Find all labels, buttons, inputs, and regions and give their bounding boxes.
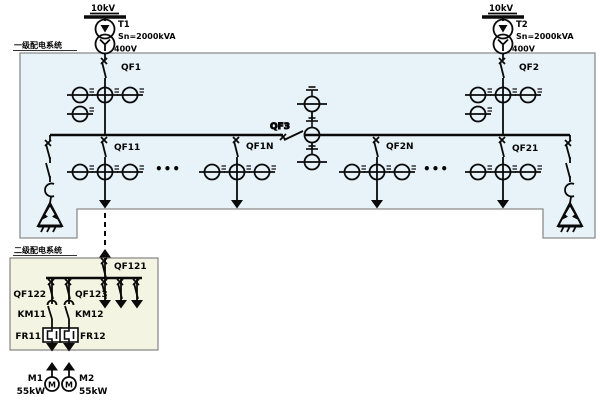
breaker-qf21-label: QF21	[512, 144, 538, 154]
incoming-arrow-icon	[62, 361, 76, 372]
more-feeders-ellipsis: •••	[423, 162, 449, 176]
more-feeders-ellipsis: •••	[155, 162, 181, 176]
t2-rating-label: Sn=2000kVA	[516, 32, 574, 41]
feeder-qf11: QF11	[66, 136, 145, 210]
motor-m2: M M2 55kW	[61, 361, 108, 397]
motor-m1: M M1 55kW	[17, 361, 60, 397]
motor-m2-name-label: M2	[79, 374, 94, 384]
secondary-panel: QF121 QF122 KM11 FR11 QF123 KM12 FR12	[13, 257, 147, 353]
motor-symbol: M	[48, 381, 56, 390]
transformer-t1: 10kV T1 Sn=2000kVA 400V	[84, 4, 176, 55]
breaker-qf1n-label: QF1N	[246, 142, 274, 152]
t2-delta-symbol	[498, 25, 508, 33]
secondary-spare-feeders	[98, 278, 144, 310]
motor-m2-power-label: 55kW	[79, 387, 108, 397]
breaker-qf121-label: QF121	[114, 262, 147, 272]
thermal-relay-fr12-label: FR12	[80, 332, 106, 342]
thermal-relay-fr11-label: FR11	[15, 332, 41, 342]
t2-lv-voltage-label: 400V	[512, 45, 536, 54]
primary-to-secondary-link	[98, 213, 112, 259]
breaker-qf123-label: QF123	[75, 290, 108, 300]
t1-hv-voltage-label: 10kV	[91, 4, 115, 14]
t1-delta-symbol	[100, 25, 110, 33]
secondary-distribution-region	[9, 257, 159, 351]
thermal-relay-fr11-icon	[42, 327, 62, 343]
motor-m1-name-label: M1	[28, 374, 43, 384]
contactor-km12-label: KM12	[75, 310, 103, 320]
main-bus: QF3	[50, 122, 570, 141]
feeder-qf2n: QF2N	[338, 136, 417, 210]
breaker-qf2-label: QF2	[519, 63, 539, 73]
bus-tie-blade	[283, 130, 304, 141]
t1-wye-symbol	[99, 38, 111, 51]
t1-name-label: T1	[118, 20, 130, 30]
t1-hv-winding-icon	[94, 18, 116, 40]
contactor-km11-label: KM11	[18, 310, 46, 320]
incomer-qf2: QF2	[464, 53, 543, 135]
breaker-qf3-label: QF3	[270, 122, 290, 132]
bus-pt-column	[297, 86, 327, 171]
feeder-qf21: QF21	[464, 136, 543, 210]
t2-hv-winding-icon	[492, 18, 514, 40]
t2-wye-symbol	[497, 38, 509, 51]
motor-circle-icon	[61, 376, 77, 392]
breaker-qf2n-label: QF2N	[386, 142, 414, 152]
breaker-qf11-label: QF11	[114, 143, 140, 153]
motor-symbol: M	[65, 381, 73, 390]
t1-rating-label: Sn=2000kVA	[118, 32, 176, 41]
incomer-qf1: QF1	[66, 53, 145, 135]
motor-m1-power-label: 55kW	[17, 387, 46, 397]
motor-circle-icon	[44, 376, 60, 392]
incoming-arrow-icon	[98, 248, 112, 259]
breaker-qf122-label: QF122	[13, 290, 46, 300]
transformer-t2: 10kV T2 Sn=2000kVA 400V	[482, 4, 574, 55]
t1-lv-voltage-label: 400V	[114, 45, 138, 54]
thermal-relay-fr12-icon	[59, 327, 79, 343]
primary-region-label: 一级配电系统	[14, 40, 62, 50]
secondary-region-label: 二级配电系统	[14, 245, 62, 255]
incoming-arrow-icon	[45, 361, 59, 372]
primary-distribution-region	[19, 52, 596, 239]
breaker-qf1-label: QF1	[121, 63, 141, 73]
t2-hv-voltage-label: 10kV	[489, 4, 513, 14]
t2-name-label: T2	[516, 20, 528, 30]
feeder-qf1n: QF1N	[198, 136, 277, 210]
